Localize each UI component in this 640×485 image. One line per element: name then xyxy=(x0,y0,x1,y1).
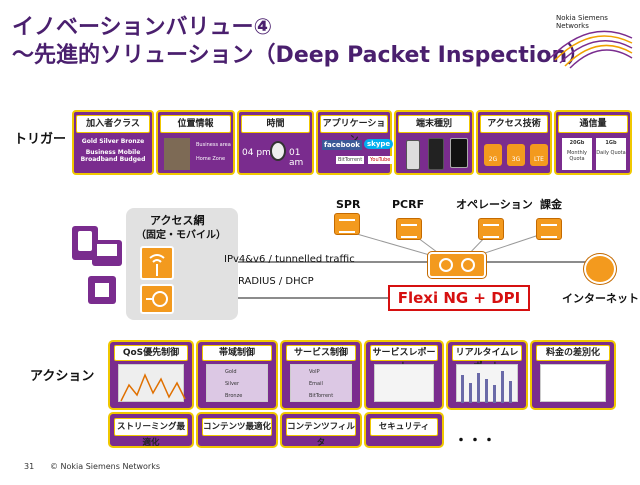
trigger-time: 時間 04 pm 01 am xyxy=(237,110,314,175)
smartphone-icon xyxy=(428,138,444,170)
report-thumbnail xyxy=(374,364,434,402)
page-title: イノベーションバリュー④ ～先進的ソリューション（Deep Packet Ins… xyxy=(12,14,590,70)
fixed-access-icon xyxy=(140,284,174,314)
title-line-1: イノベーションバリュー④ xyxy=(12,15,273,40)
nsn-logo xyxy=(549,30,633,69)
trigger-label: トリガー xyxy=(14,132,67,147)
bittorrent-logo: BitTorrent xyxy=(336,156,365,164)
action-realtime-report: リアルタイムレポート xyxy=(446,340,528,410)
trigger-subscriber-class: 加入者クラス Gold Silver Bronze Business Mobil… xyxy=(72,110,154,175)
action-label: アクション xyxy=(30,369,95,384)
trigger-traffic-volume: 通信量 20Gb Monthly Quota 1Gb Daily Quota xyxy=(554,110,632,175)
realtime-chart-thumbnail xyxy=(456,364,518,403)
action-bandwidth-control: 帯域制御 Gold Silver Bronze xyxy=(196,340,278,410)
internet-label: インターネット xyxy=(562,292,639,305)
action-content-filter: コンテンツフィルタ xyxy=(280,412,362,448)
trigger-location: 位置情報 Business area Home Zone xyxy=(156,110,235,175)
pcrf-label: PCRF xyxy=(392,198,425,211)
pcrf-server-icon xyxy=(396,218,422,240)
facebook-logo: facebook xyxy=(322,140,362,150)
operation-label: オペレーション xyxy=(456,198,533,211)
billing-server-icon xyxy=(536,218,562,240)
spr-label: SPR xyxy=(336,198,361,211)
traffic-label-radius: RADIUS / DHCP xyxy=(238,276,314,287)
flexi-ng-dpi-label: Flexi NG + DPI xyxy=(388,285,530,311)
title-line-2: ～先進的ソリューション（Deep Packet Inspection） xyxy=(12,43,590,68)
action-service-report: サービスレポート xyxy=(364,340,444,410)
qos-chart-thumbnail xyxy=(118,364,186,402)
spr-database-icon xyxy=(334,213,360,235)
laptop-icon xyxy=(92,240,122,266)
action-streaming-optimization: ストリーミング最適化 xyxy=(108,412,194,448)
trigger-device-type: 端末種別 xyxy=(394,110,474,175)
tech-lte-badge: LTE xyxy=(530,144,548,166)
clock-icon xyxy=(270,141,286,161)
action-qos-priority: QoS優先制御 xyxy=(108,340,194,410)
copyright: © Nokia Siemens Networks xyxy=(50,462,161,471)
access-network-title: アクセス網 xyxy=(150,214,205,227)
tech-3g-badge: 3G xyxy=(507,144,525,166)
action-security: セキュリティ xyxy=(364,412,444,448)
internet-globe-icon xyxy=(584,254,616,284)
home-icon xyxy=(88,276,116,304)
tech-2g-badge: 2G xyxy=(484,144,502,166)
logo-text: Nokia Siemens Networks xyxy=(556,14,608,30)
trigger-access-technology: アクセス技術 2G 3G LTE xyxy=(476,110,552,175)
billing-label: 課金 xyxy=(540,198,562,211)
monthly-quota: 20Gb Monthly Quota xyxy=(562,138,592,170)
phone-icon xyxy=(406,140,420,170)
skype-logo: skype xyxy=(364,139,394,149)
trigger-application: アプリケーション facebook skype BitTorrent YouTu… xyxy=(316,110,394,175)
action-differentiated-pricing: 料金の差別化 xyxy=(530,340,616,410)
operation-server-icon xyxy=(478,218,504,240)
action-service-control: サービス制御 VoIP Email BitTorrent xyxy=(280,340,362,410)
wireless-tower-icon xyxy=(140,246,174,280)
access-network-subtitle: （固定・モバイル） xyxy=(136,230,226,241)
page-number: 31 xyxy=(24,462,35,471)
tablet-icon xyxy=(450,138,468,168)
more-ellipsis: ・・・ xyxy=(454,433,496,449)
flexi-ng-node-icon xyxy=(428,252,486,278)
pricing-thumbnail xyxy=(540,364,606,402)
daily-quota: 1Gb Daily Quota xyxy=(596,138,626,170)
traffic-label-ip: IPv4&v6 / tunnelled traffic xyxy=(224,254,355,265)
youtube-logo: YouTube xyxy=(368,156,393,164)
map-thumbnail xyxy=(164,138,190,170)
action-content-optimization: コンテンツ最適化 xyxy=(196,412,278,448)
